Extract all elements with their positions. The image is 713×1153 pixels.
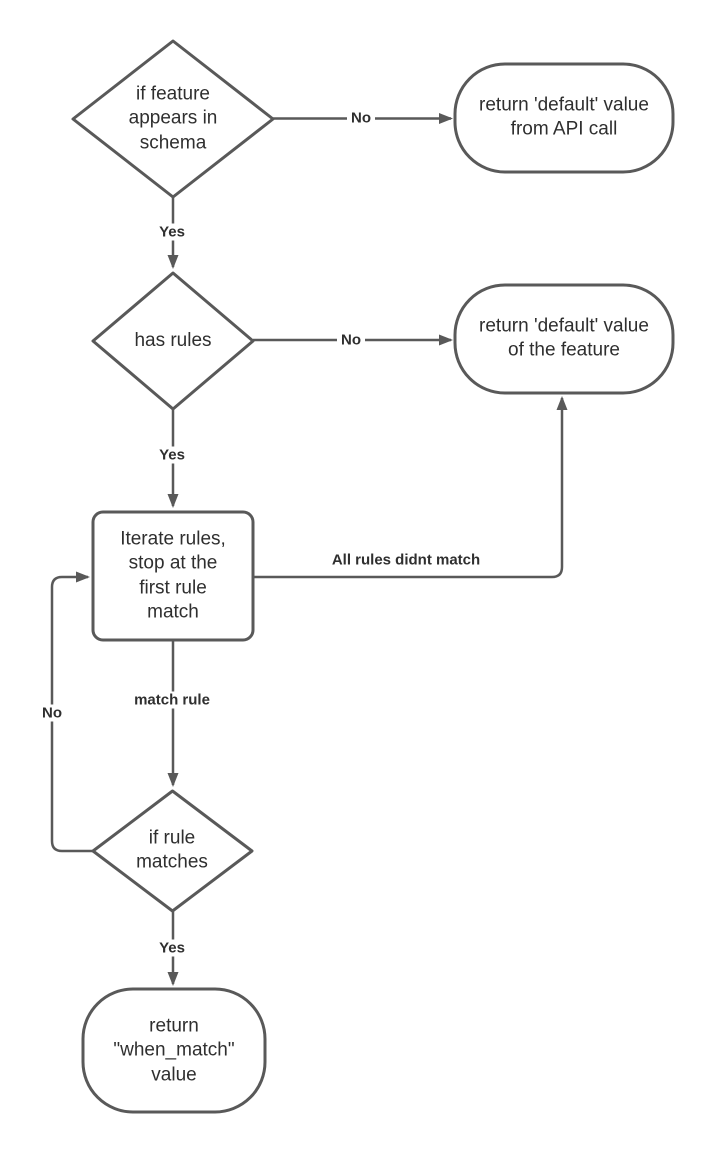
decision-rule-matches-label: if rule matches xyxy=(136,827,208,873)
edge-label-yes-match: Yes xyxy=(155,939,189,957)
terminal-when-match-label: return "when_match" value xyxy=(113,1015,235,1086)
edge-label-yes-rules: Yes xyxy=(155,446,189,464)
edge-label-yes-schema: Yes xyxy=(155,223,189,241)
process-iterate-rules-shape xyxy=(91,510,255,642)
edge-label-no-rules: No xyxy=(337,331,365,349)
decision-has-rules-label: has rules xyxy=(134,329,212,351)
terminal-default-api-label: return 'default' value from API call xyxy=(479,94,649,140)
terminal-when-match-shape xyxy=(81,987,267,1114)
edge-all-rules-didnt-match xyxy=(253,396,568,579)
edge-label-no-schema: No xyxy=(347,109,375,127)
decision-feature-in-schema-label: if feature appears in schema xyxy=(128,83,218,154)
terminal-default-feature-shape xyxy=(453,283,675,395)
terminal-default-api-shape xyxy=(453,62,675,174)
decision-feature-in-schema-shape xyxy=(71,39,275,199)
terminal-default-feature-label: return 'default' value of the feature xyxy=(479,315,649,361)
decision-has-rules-shape xyxy=(91,271,255,411)
decision-rule-matches-shape xyxy=(91,789,254,913)
edge-label-no-match: No xyxy=(38,704,66,722)
edge-label-all-rules-didnt-match: All rules didnt match xyxy=(327,551,485,569)
process-iterate-rules-label: Iterate rules, stop at the first rule ma… xyxy=(120,528,226,623)
edge-label-match-rule: match rule xyxy=(130,691,214,709)
